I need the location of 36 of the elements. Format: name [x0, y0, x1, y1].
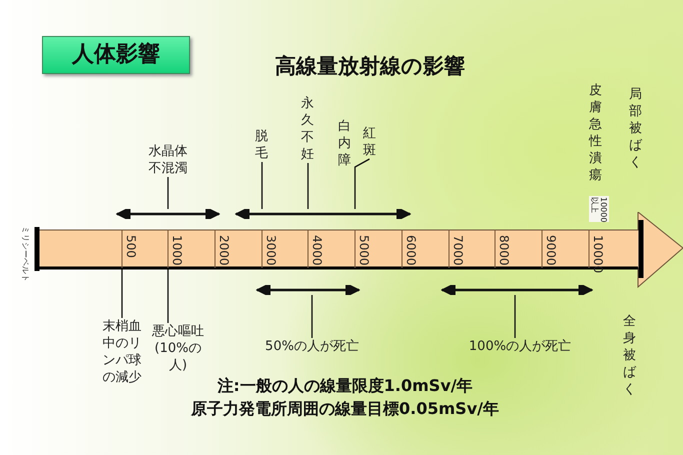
effect-label: 50%の人が死亡 — [242, 338, 382, 355]
tick-label: 9000 — [544, 235, 557, 266]
leader-line — [311, 295, 313, 338]
threshold-label: 10000以上 — [589, 196, 609, 222]
note: 注:一般の人の線量限度1.0mSv/年 — [216, 376, 474, 397]
effect-label: 局部被ばく — [628, 86, 643, 171]
leader-line — [167, 268, 169, 323]
title: 高線量放射線の影響 — [274, 53, 466, 80]
effect-label: 全身被ばく — [622, 313, 637, 398]
effect-label: 水晶体不混濁 — [144, 143, 192, 177]
tick-label: 7000 — [451, 235, 464, 266]
effect-label: 100%の人が死亡 — [440, 338, 600, 355]
unit-label: ミリシーベルト — [20, 226, 30, 282]
leader-line — [121, 268, 123, 318]
effect-label: 脱毛 — [254, 128, 269, 162]
effect-label: 皮膚急性潰瘍 — [588, 82, 603, 184]
tick-label: 500 — [124, 235, 137, 258]
leader-line — [261, 162, 263, 209]
effect-label: 悪心嘔吐(10%の人) — [146, 323, 210, 374]
tick-label: 5000 — [357, 235, 370, 266]
tick-label: 4000 — [310, 235, 323, 266]
tick-label: 2000 — [217, 235, 230, 266]
leader-line — [514, 295, 516, 338]
tick-label: 1000 — [170, 235, 183, 266]
effect-label: 永久不妊 — [300, 95, 315, 163]
leader-line — [307, 163, 309, 209]
effect-label: 末梢血中のリンパ球の減少 — [99, 318, 145, 386]
heading-box: 人体影響 — [42, 36, 190, 74]
effect-label: 紅斑 — [362, 125, 377, 159]
tick-label: 8000 — [497, 235, 510, 266]
leader-line — [354, 158, 370, 209]
leader-line — [167, 177, 169, 209]
effect-label: 白内障 — [337, 118, 352, 169]
note: 原子力発電所周囲の線量目標0.05mSv/年 — [190, 399, 500, 420]
tick-label: 3000 — [264, 235, 277, 266]
tick-label: 6000 — [404, 235, 417, 266]
